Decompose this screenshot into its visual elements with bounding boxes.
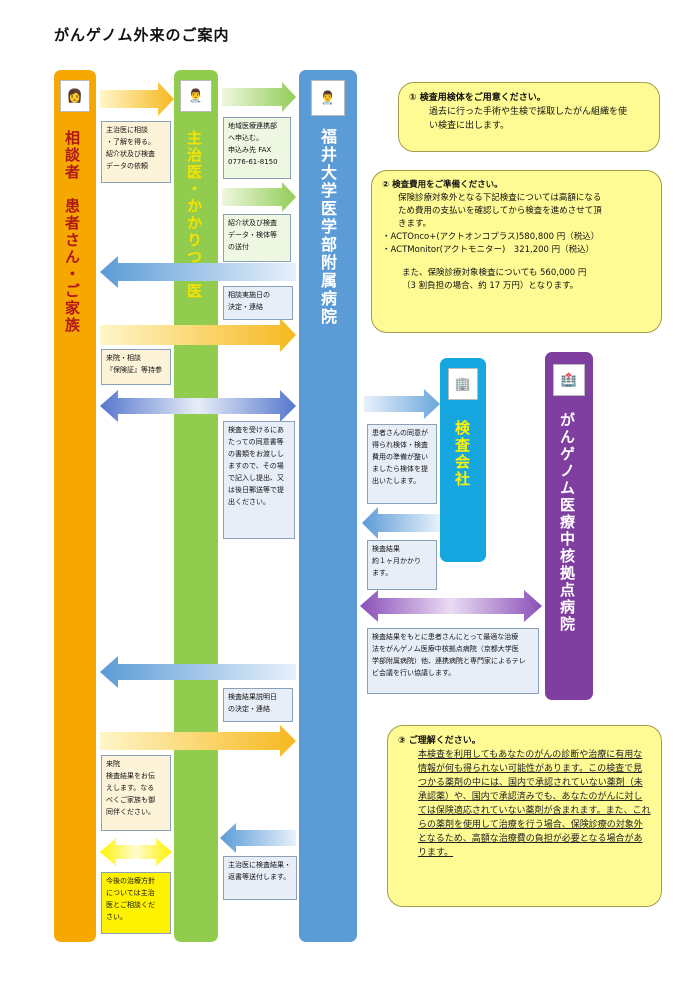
hospital-column: 👨‍⚕️ 福井大学医学部附属病院 (299, 70, 357, 942)
note-result-date: 検査結果説明日 の決定・連絡 (223, 688, 293, 722)
lab-building-icon: 🏢 (448, 368, 478, 400)
note-consult-gp: 主治医に相談 ・了解を得る。 紹介状及び検査 データの依頼 (101, 121, 171, 183)
patient-avatar-icon: 👩 (60, 80, 90, 112)
note-treatment-plan: 今後の治療方針 については主治 医とご相談くだ さい。 (101, 872, 171, 934)
info-cost-tail: また、保険診療対象検査についても 560,000 円 （3 割負担の場合、約 1… (402, 268, 587, 291)
info-specimen-body: 過去に行った手術や生検で採取したがん組織を使 い検査に出します。 (429, 107, 628, 131)
core-hospital-column-label: がんゲノム医療中核拠点病院 (558, 412, 576, 633)
hospital-doctor-icon: 👨‍⚕️ (311, 80, 345, 116)
note-submit-specimen: 患者さんの同意が 得られ検体・検査 費用の準備が整い ましたら検体を提 出いたし… (367, 424, 437, 504)
note-send-result-gp: 主治医に検査結果・ 返書等送付します。 (223, 856, 297, 900)
info-cost-body: 保険診療対象外となる下記検査については高額になる ため費用の支払いを確認してから… (398, 193, 602, 229)
arrow-gp-to-hospital-referral (222, 182, 296, 212)
page-title: がんゲノム外来のご案内 (54, 26, 230, 44)
info-understanding: ③ ご理解ください。 本検査を利用してもあなたのがんの診断や治療に有用な情報が何… (387, 725, 662, 907)
info-specimen-heading: ① 検査用検体をご用意ください。 (409, 93, 546, 103)
core-hospital-building-icon: 🏥 (553, 364, 585, 396)
info-cost: ② 検査費用をご準備ください。 保険診療対象外となる下記検査については高額になる… (371, 170, 662, 333)
patient-column-label: 相談者 患者さん・ご家族 (63, 130, 81, 334)
arrow-hospital-core-bidirectional (360, 590, 542, 622)
note-expert-panel: 検査結果をもとに患者さんにとって最適な治療 法をがんゲノム医療中核拠点病院（京都… (367, 628, 539, 694)
note-apply-fax: 地域医療連携部 へ申込む。 申込み先 FAX 0776-61-8150 (223, 117, 291, 179)
arrow-patient-to-gp (100, 82, 174, 116)
lab-column: 🏢 検査会社 (440, 358, 486, 562)
hospital-column-label: 福井大学医学部附属病院 (318, 128, 337, 326)
arrow-hospital-to-gp-result (220, 823, 296, 853)
note-consent-documents: 検査を受けるにあ たっての同意書等 の書類をお渡しし ますので、その場 で記入し… (223, 421, 295, 539)
info-cost-item-actmonitor: ・ACTMonitor(アクトモニター) 321,200 円（税込） (382, 245, 595, 255)
gp-column: 👨‍⚕️ 主治医・かかりつけ医 (174, 70, 218, 942)
note-send-referral: 紹介状及び検査 データ・検体等 の送付 (223, 214, 291, 262)
gp-avatar-icon: 👨‍⚕️ (180, 80, 212, 112)
info-cost-heading: ② 検査費用をご準備ください。 (382, 180, 503, 190)
info-specimen: ① 検査用検体をご用意ください。 過去に行った手術や生検で採取したがん組織を使 … (398, 82, 660, 152)
info-understanding-body: 本検査を利用してもあなたのがんの診断や治療に有用な情報が何も得られない可能性があ… (418, 750, 651, 858)
arrow-lab-to-hospital (362, 507, 440, 539)
arrow-patient-gp-bidirectional (100, 838, 172, 866)
note-result-duration: 検査結果 約１ヶ月かかり ます。 (367, 540, 437, 590)
info-cost-item-actonco: ・ACTOnco+(アクトオンコプラス)580,800 円（税込） (382, 232, 600, 242)
note-result-visit: 来院 検査結果をお伝 えします。なる べくご家族も御 同伴ください。 (101, 755, 171, 831)
patient-column: 👩 相談者 患者さん・ご家族 (54, 70, 96, 942)
core-hospital-column: 🏥 がんゲノム医療中核拠点病院 (545, 352, 593, 700)
info-understanding-heading: ③ ご理解ください。 (398, 736, 481, 746)
lab-column-label: 検査会社 (453, 420, 471, 488)
arrow-hospital-to-lab (364, 389, 440, 419)
gp-column-label: 主治医・かかりつけ医 (185, 130, 203, 300)
arrow-gp-to-hospital-apply (222, 82, 296, 112)
note-consult-date: 相談実施日の 決定・連絡 (223, 286, 293, 320)
note-visit-insurance: 来院・相談 『保険証』等持参 (101, 349, 171, 385)
